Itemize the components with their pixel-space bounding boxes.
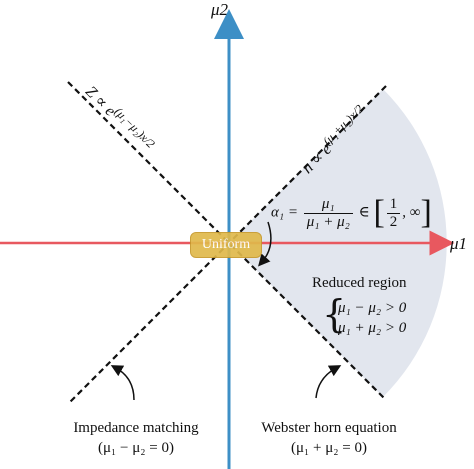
webster-caption: Webster horn equation (μ₁ + μ₂ = 0): [261, 420, 397, 456]
region-brace: {: [322, 292, 347, 336]
reduced-region-title: Reduced region: [312, 275, 407, 291]
impedance-caption-arrow: [110, 365, 135, 401]
alpha-arrow: [258, 221, 272, 267]
mu2-axis-label: μ2: [211, 0, 229, 19]
mu1-axis-label: μ1: [450, 234, 468, 253]
uniform-badge: Uniform: [190, 232, 262, 258]
impedance-caption: Impedance matching (μ₁ − μ₂ = 0): [73, 420, 199, 456]
region-condition-1: μ₁ − μ₂ > 0: [338, 300, 407, 316]
webster-caption-arrow: [315, 365, 342, 399]
region-condition-2: μ₁ + μ₂ > 0: [338, 320, 407, 336]
